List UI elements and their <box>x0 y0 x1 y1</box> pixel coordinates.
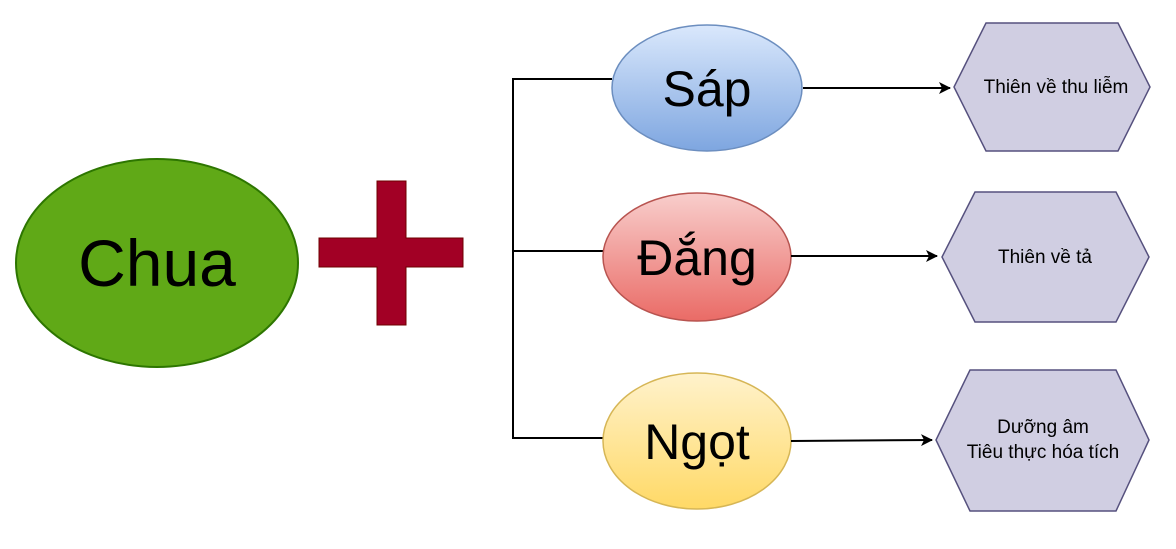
effect-node-sap: Thiên về thu liễm <box>953 22 1151 152</box>
taste-node-dang: Đắng <box>602 192 792 322</box>
effect-label: Thiên về tả <box>998 247 1092 268</box>
taste-label: Ngọt <box>644 414 750 470</box>
effect-hexagon <box>941 191 1150 323</box>
taste-ellipse <box>611 24 803 152</box>
plus-icon <box>318 180 464 326</box>
bracket-line <box>512 78 612 439</box>
effect-hexagon <box>935 369 1150 512</box>
effect-node-ngot: Dưỡng âm Tiêu thực hóa tích <box>935 369 1150 512</box>
taste-label: Đắng <box>637 230 757 286</box>
taste-node-sap: Sáp <box>611 24 803 152</box>
taste-node-ngot: Ngọt <box>602 372 792 510</box>
effect-label-line-2: Tiêu thực hóa tích <box>967 442 1119 463</box>
arrow-ngot-to-effect <box>790 434 933 447</box>
taste-label: Sáp <box>663 61 752 117</box>
effect-label-line-1: Dưỡng âm <box>997 417 1089 438</box>
source-node: Chua <box>15 158 299 368</box>
source-ellipse <box>15 158 299 368</box>
effect-node-dang: Thiên về tả <box>941 191 1150 323</box>
effect-label: Thiên về thu liễm <box>984 76 1129 98</box>
effect-hexagon <box>953 22 1151 152</box>
source-label: Chua <box>78 226 236 300</box>
branch-connector <box>512 78 612 439</box>
